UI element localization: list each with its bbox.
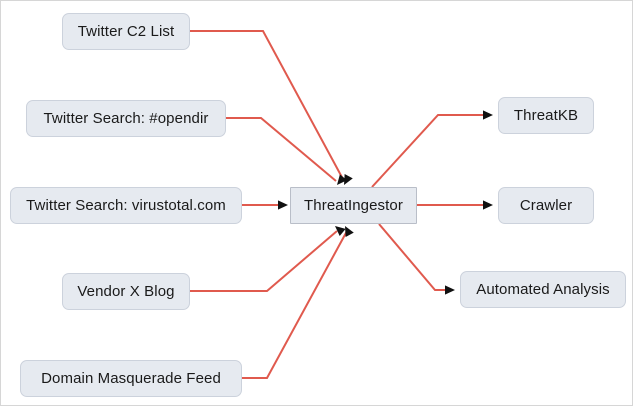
node-twitter-c2-list[interactable]: Twitter C2 List <box>62 13 190 50</box>
node-label: Domain Masquerade Feed <box>41 370 221 387</box>
arrowhead-vendor-x-blog-to-threatingestor <box>335 226 346 236</box>
node-label: Twitter Search: #opendir <box>43 110 209 127</box>
node-crawler[interactable]: Crawler <box>498 187 594 224</box>
node-label: ThreatIngestor <box>304 197 403 214</box>
arrowhead-twitter-search-vt-to-threatingestor <box>278 200 288 210</box>
node-twitter-search-virustotal[interactable]: Twitter Search: virustotal.com <box>10 187 242 224</box>
edge-threatingestor-to-automated-analysis <box>378 223 450 291</box>
arrowhead-twitter-c2-list-to-threatingestor <box>344 174 353 185</box>
arrowhead-threatingestor-to-automated-analysis <box>445 285 455 295</box>
node-label: Crawler <box>519 197 573 214</box>
node-label: Automated Analysis <box>476 281 610 298</box>
edge-domain-masquerade-feed-to-threatingestor <box>242 230 348 379</box>
node-label: ThreatKB <box>513 107 579 124</box>
edge-threatingestor-to-threatkb <box>371 114 487 188</box>
node-domain-masquerade-feed[interactable]: Domain Masquerade Feed <box>20 360 242 397</box>
edge-vendor-x-blog-to-threatingestor <box>190 230 338 292</box>
arrowhead-threatingestor-to-threatkb <box>483 110 493 120</box>
node-vendor-x-blog[interactable]: Vendor X Blog <box>62 273 190 310</box>
arrowhead-threatingestor-to-crawler <box>483 200 493 210</box>
node-label: Vendor X Blog <box>77 283 175 300</box>
node-threatkb[interactable]: ThreatKB <box>498 97 594 134</box>
edge-twitter-search-opendir-to-threatingestor <box>226 117 337 182</box>
node-threatingestor[interactable]: ThreatIngestor <box>290 187 417 224</box>
node-automated-analysis[interactable]: Automated Analysis <box>460 271 626 308</box>
node-label: Twitter C2 List <box>77 23 175 40</box>
arrowhead-domain-masquerade-feed-to-threatingestor <box>345 226 354 237</box>
arrowhead-twitter-search-opendir-to-threatingestor <box>337 174 347 185</box>
node-twitter-search-opendir[interactable]: Twitter Search: #opendir <box>26 100 226 137</box>
node-label: Twitter Search: virustotal.com <box>26 197 226 214</box>
